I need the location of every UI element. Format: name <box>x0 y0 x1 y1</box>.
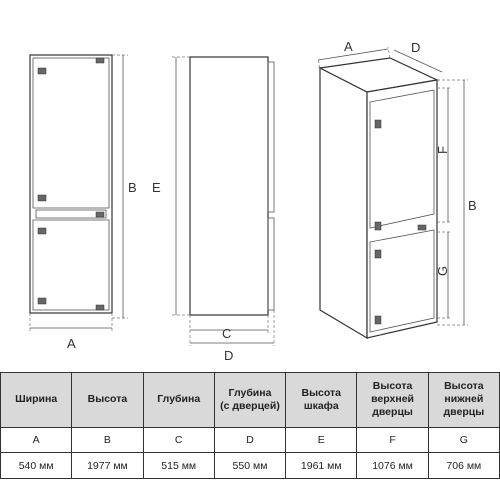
letter-cell: C <box>142 426 215 454</box>
letter-cell: D <box>213 426 287 454</box>
label-a-front: A <box>67 336 76 351</box>
dimension-line-d-iso <box>393 49 443 73</box>
hinge-icon <box>37 67 47 75</box>
header-cell: Глубина(с дверцей) <box>213 372 287 428</box>
front-lower-door <box>32 219 110 311</box>
hinge-icon <box>95 211 105 218</box>
header-cell: Ширина <box>0 372 73 428</box>
value-cell: 515 мм <box>142 452 215 479</box>
hinge-icon <box>37 297 47 305</box>
header-cell: Глубина <box>142 372 215 428</box>
value-cell: 1961 мм <box>285 452 358 479</box>
refrigerator-dimension-diagram: B A E C D <box>29 39 477 363</box>
value-cell: 706 мм <box>427 452 500 479</box>
hinge-icon <box>37 194 47 202</box>
label-f-iso: F <box>435 146 450 154</box>
side-body-outline <box>189 56 269 316</box>
hinge-icon <box>95 304 105 311</box>
value-cell: 1076 мм <box>356 452 429 479</box>
value-cell: 550 мм <box>213 452 287 479</box>
table-row-values: 540 мм 1977 мм 515 мм 550 мм 1961 мм 107… <box>0 452 500 479</box>
hinge-icon <box>37 227 47 235</box>
front-view: B A <box>29 54 137 351</box>
side-lower-door-edge <box>267 217 275 311</box>
isometric-view: A D F G B <box>317 39 477 340</box>
letter-cell: B <box>71 426 144 454</box>
letter-cell: A <box>0 426 73 454</box>
front-body-outline <box>29 54 113 314</box>
hinge-icon <box>374 119 382 129</box>
dimension-line-a-iso <box>317 48 389 61</box>
iso-lower-door <box>369 229 435 333</box>
hinge-icon <box>374 249 382 259</box>
table-header-row: Ширина Высота Глубина Глубина(с дверцей)… <box>0 372 500 428</box>
label-d-iso: D <box>411 40 420 55</box>
hinge-icon <box>417 224 427 231</box>
value-cell: 540 мм <box>0 452 73 479</box>
letter-cell: E <box>285 426 358 454</box>
side-view: E C D <box>152 56 275 363</box>
value-cell: 1977 мм <box>71 452 144 479</box>
label-b-front: B <box>128 180 137 195</box>
label-d-side: D <box>224 348 233 363</box>
label-c-side: C <box>222 326 231 341</box>
header-cell: Высота <box>71 372 144 428</box>
label-a-iso: A <box>344 39 353 54</box>
hinge-icon <box>374 315 382 325</box>
table-row-letters: A B C D E F G <box>0 426 500 454</box>
label-b-iso: B <box>468 198 477 213</box>
hinge-icon <box>374 221 382 231</box>
label-g-iso: G <box>435 266 450 276</box>
iso-front-face <box>366 79 438 339</box>
side-upper-door-edge <box>267 61 275 213</box>
dimensions-table: Ширина Высота Глубина Глубина(с дверцей)… <box>0 372 500 479</box>
iso-upper-door <box>369 89 435 229</box>
front-divider-panel <box>35 209 107 219</box>
iso-side-face <box>319 67 368 340</box>
front-upper-door <box>32 57 110 209</box>
hinge-icon <box>95 57 105 64</box>
label-e-side: E <box>152 180 161 195</box>
letter-cell: G <box>427 426 500 454</box>
letter-cell: F <box>356 426 429 454</box>
